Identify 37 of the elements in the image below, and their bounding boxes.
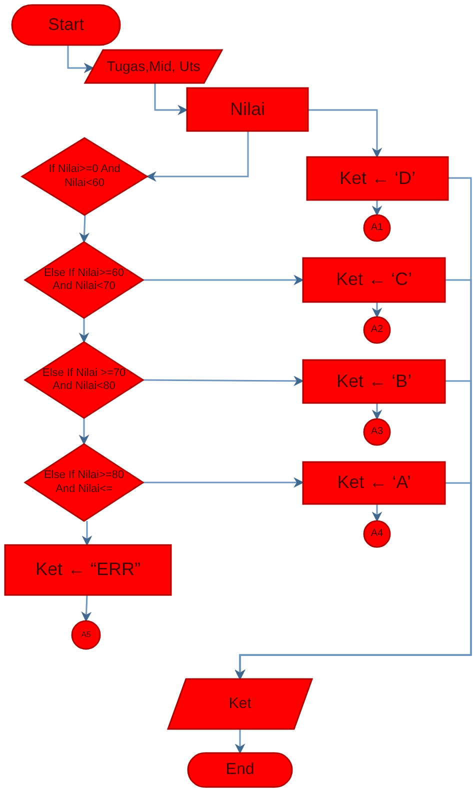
node-label: Else If Nilai >=70 And Nilai<80 bbox=[42, 366, 126, 394]
node-label: Ket ← ‘A’ bbox=[337, 472, 411, 494]
arrow bbox=[146, 131, 249, 182]
node-label: A5 bbox=[81, 630, 91, 640]
arrow bbox=[308, 109, 382, 158]
arrow bbox=[154, 83, 188, 116]
node-label: Ket ← “ERR” bbox=[35, 559, 140, 581]
arrow bbox=[234, 729, 246, 754]
arrow bbox=[143, 274, 304, 286]
node-label: Else If Nilai>=60 And Nilai<70 bbox=[42, 266, 126, 294]
arrow bbox=[82, 521, 92, 546]
node-label: Tugas,Mid, Uts bbox=[106, 58, 200, 75]
arrow bbox=[78, 318, 90, 344]
node-label: A4 bbox=[370, 528, 384, 540]
arrow bbox=[81, 594, 92, 622]
node-label: Ket ← ‘C’ bbox=[336, 269, 412, 291]
arrow bbox=[372, 302, 382, 318]
arrow bbox=[372, 200, 382, 216]
node-label: If Nilai>=0 And Nilai<60 bbox=[48, 163, 122, 190]
node-label: Start bbox=[48, 14, 84, 36]
node-label: Ket ← ‘B’ bbox=[336, 370, 412, 392]
node-label: End bbox=[226, 760, 254, 780]
node-label: Ket bbox=[228, 695, 252, 713]
arrow bbox=[372, 504, 382, 522]
arrow bbox=[143, 376, 304, 386]
node-label: Else If Nilai>=80 And Nilai<= bbox=[42, 469, 126, 496]
arrow bbox=[234, 482, 472, 680]
arrow bbox=[79, 214, 90, 244]
node-label: Ket ← ‘D’ bbox=[339, 168, 416, 190]
node-label: A2 bbox=[370, 324, 384, 336]
node-label: A1 bbox=[370, 222, 384, 234]
arrow bbox=[143, 477, 304, 488]
arrow bbox=[78, 418, 90, 446]
node-label: Nilai bbox=[230, 98, 265, 120]
arrow bbox=[372, 403, 382, 420]
arrow bbox=[67, 45, 94, 74]
node-label: A3 bbox=[370, 426, 384, 438]
